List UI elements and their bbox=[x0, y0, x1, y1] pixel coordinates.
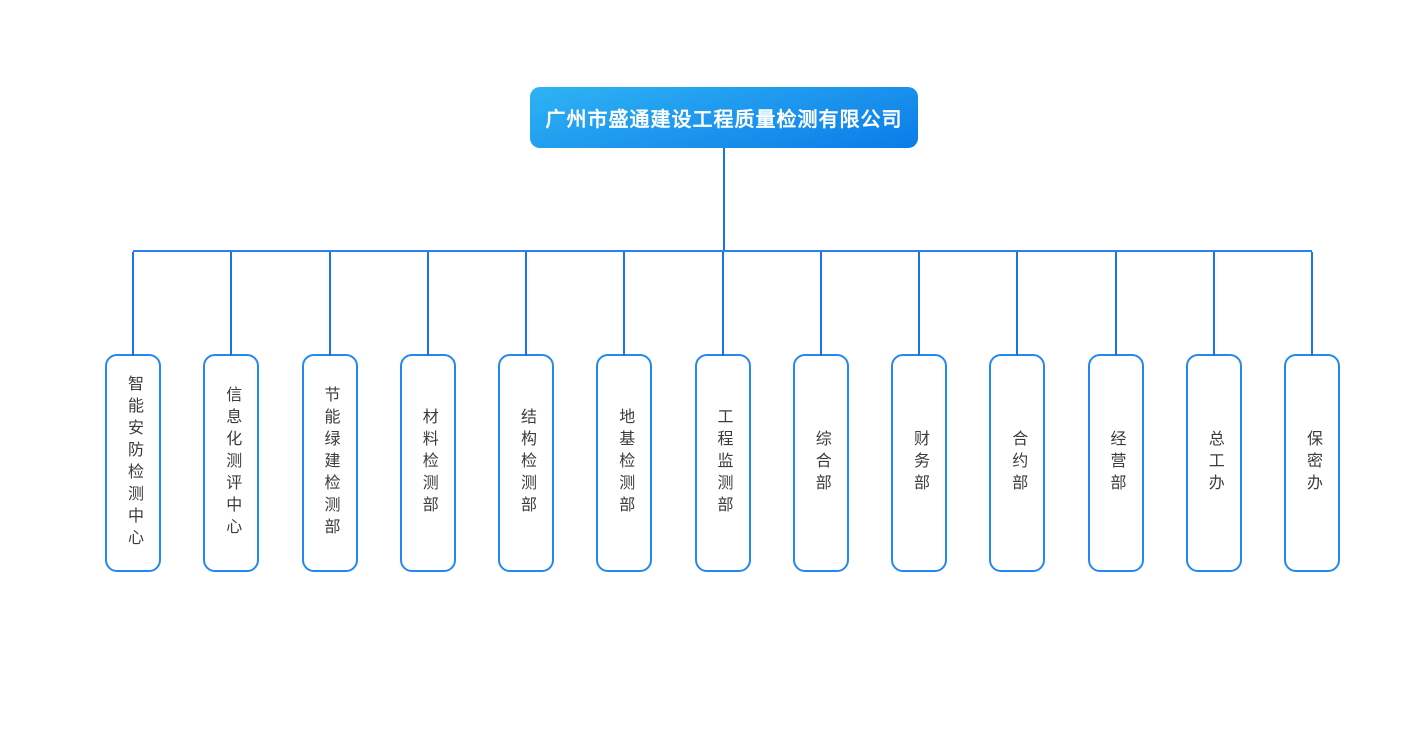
company-name-label: 广州市盛通建设工程质量检测有限公司 bbox=[545, 109, 903, 131]
dept-node-5[interactable]: 结构检测部 bbox=[498, 252, 554, 572]
dept-node-label: 总工办 bbox=[1205, 430, 1223, 496]
dept-node-12[interactable]: 总工办 bbox=[1185, 252, 1242, 572]
dept-node-label: 工程监测部 bbox=[714, 408, 732, 518]
dept-node-label: 信息化测评中心 bbox=[223, 386, 241, 540]
dept-node-2[interactable]: 信息化测评中心 bbox=[203, 252, 260, 572]
connector-trunk-vertical bbox=[723, 148, 725, 251]
dept-node-label: 财务部 bbox=[911, 430, 928, 496]
dept-node-4[interactable]: 材料检测部 bbox=[399, 252, 456, 572]
company-root-node[interactable]: 广州市盛通建设工程质量检测有限公司 bbox=[530, 87, 918, 148]
dept-node-label: 合约部 bbox=[1009, 430, 1027, 496]
dept-node-8[interactable]: 综合部 bbox=[792, 252, 849, 572]
dept-node-label: 地基检测部 bbox=[616, 408, 634, 518]
dept-node-label: 综合部 bbox=[812, 430, 830, 496]
department-row: 智能安防检测中心 信息化测评中心 节能绿建检测部 材料检测部 结构检测部 地基检… bbox=[105, 252, 1340, 572]
dept-node-label: 节能绿建检测部 bbox=[321, 386, 339, 540]
dept-node-7[interactable]: 工程监测部 bbox=[694, 252, 751, 572]
dept-node-label: 经营部 bbox=[1107, 430, 1125, 496]
dept-node-label: 结构检测部 bbox=[518, 408, 535, 518]
dept-node-label: 材料检测部 bbox=[419, 408, 437, 518]
dept-node-label: 智能安防检测中心 bbox=[125, 375, 142, 551]
dept-node-11[interactable]: 经营部 bbox=[1087, 252, 1144, 572]
dept-node-1[interactable]: 智能安防检测中心 bbox=[105, 252, 161, 572]
dept-node-13[interactable]: 保密办 bbox=[1284, 252, 1340, 572]
dept-node-9[interactable]: 财务部 bbox=[891, 252, 947, 572]
dept-node-10[interactable]: 合约部 bbox=[989, 252, 1046, 572]
connector-horizontal-rail bbox=[133, 250, 1312, 252]
dept-node-label: 保密办 bbox=[1304, 430, 1321, 496]
dept-node-3[interactable]: 节能绿建检测部 bbox=[301, 252, 358, 572]
dept-node-6[interactable]: 地基检测部 bbox=[596, 252, 653, 572]
